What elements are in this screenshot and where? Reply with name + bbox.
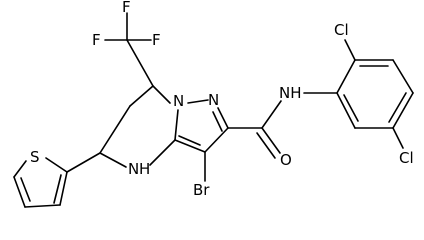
atom-label-n-pyrazole: N <box>208 91 219 109</box>
bond-c3-c3a-b <box>178 135 201 146</box>
bond-c5-thienyl <box>66 152 101 173</box>
bond-th-c4-c5 <box>13 176 26 208</box>
atom-label-nh-amide: NH <box>279 84 302 102</box>
bond-c7-c6 <box>129 85 154 107</box>
atom-label-nh-ring-h: H <box>139 160 150 178</box>
bond-carbonyl-o-b <box>256 132 276 159</box>
bond-ar-c3-c4 <box>392 59 414 94</box>
atom-label-nh-ring-n: N <box>128 160 139 178</box>
bond-n2-c2a <box>217 107 229 129</box>
atom-label-n-ring: N <box>173 92 184 110</box>
atom-label-f-top: F <box>122 0 131 16</box>
bond-ar-c1-c2 <box>336 59 356 94</box>
bond-th-c2-c3 <box>59 171 68 206</box>
bond-n2-c2b <box>212 111 223 132</box>
bond-ar-c4-c5-inner <box>388 92 407 123</box>
bond-ar-c4-c5 <box>392 92 414 129</box>
bond-carbonyl-o-a <box>261 127 281 154</box>
atom-label-f-right: F <box>152 31 161 49</box>
atom-label-s: S <box>30 148 40 166</box>
bond-th-c3-c4 <box>24 204 61 208</box>
bond-th-c4-c5-inner <box>20 177 31 202</box>
bond-c6-c5 <box>99 105 131 154</box>
atom-label-cl-bottom: Cl <box>399 149 414 167</box>
bond-th-s-c2 <box>45 157 68 173</box>
bond-n1-n2 <box>187 99 209 104</box>
bond-ar-c6-c1 <box>336 92 356 129</box>
bond-th-c5-s <box>13 160 27 178</box>
atom-label-cl-top: Cl <box>334 21 349 39</box>
bond-ar-cl-bottom <box>392 127 404 149</box>
bond-c2-c3 <box>204 127 229 153</box>
atom-label-br: Br <box>193 181 210 199</box>
atom-label-o: O <box>280 151 292 169</box>
bond-ar-c6-c1-inner <box>343 94 359 122</box>
atom-labels: F F F N N N H Br O NH Cl Cl S <box>30 0 414 199</box>
bond-c3-c3a-a <box>174 139 206 153</box>
bond-cf3-c7 <box>126 39 154 87</box>
bond-ar-cl-top <box>344 39 356 61</box>
bond-c5-n4 <box>99 152 127 168</box>
bond-c3a-n1 <box>174 109 179 141</box>
bond-carbonyl-nh <box>261 100 282 129</box>
bond-c7-n1 <box>152 85 171 104</box>
bonds <box>13 12 414 208</box>
bond-n4-c3a <box>149 139 176 166</box>
bond-th-c2-c3-inner <box>53 174 62 204</box>
atom-label-f-left: F <box>92 31 101 49</box>
chemical-structure-diagram: F F F N N N H Br O NH Cl Cl S <box>13 0 414 208</box>
